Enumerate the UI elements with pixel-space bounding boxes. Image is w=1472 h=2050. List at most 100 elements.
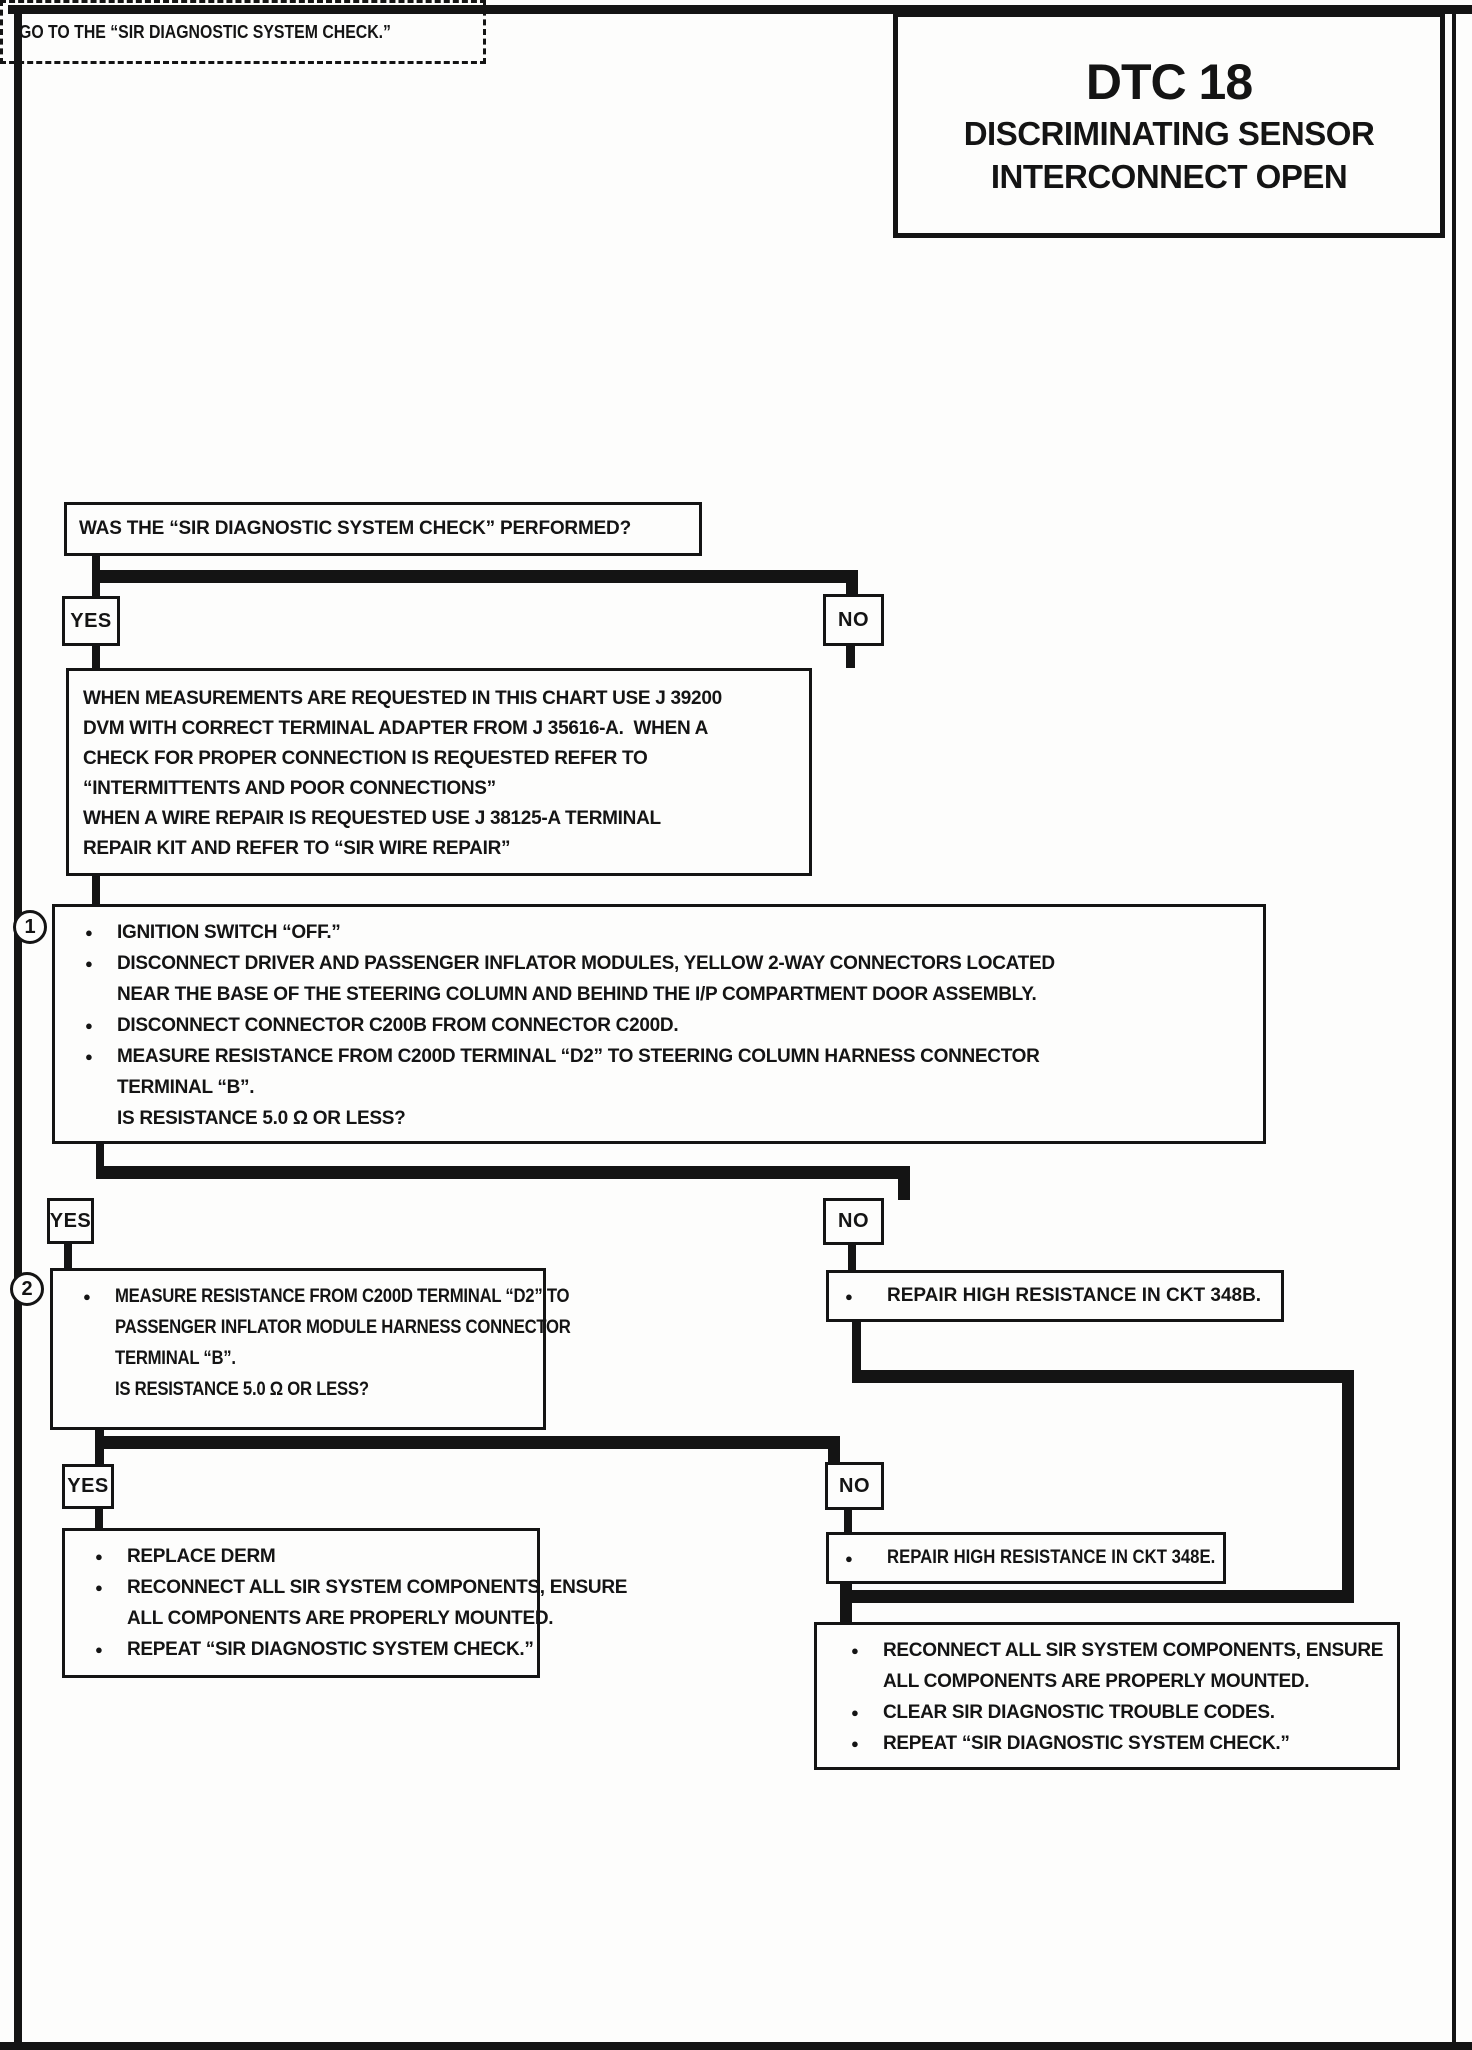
- connector-348b-down: [852, 1320, 861, 1378]
- step-2-procedure-box: ● MEASURE RESISTANCE FROM C200D TERMINAL…: [50, 1268, 571, 1430]
- bullet-spacer: [83, 1374, 115, 1405]
- page-border-bottom: [0, 2042, 1472, 2050]
- connector-yes3-down: [95, 1509, 103, 1529]
- bullet-icon: ●: [85, 956, 93, 971]
- connector-tier1-horizontal: [92, 570, 858, 583]
- connector-348b-right: [852, 1370, 1354, 1383]
- step-2-badge: 2: [10, 1272, 44, 1306]
- replace-derm-box: ● REPLACE DERM ● RECONNECT ALL SIR SYSTE…: [62, 1528, 627, 1678]
- connector-no2-down: [848, 1245, 856, 1272]
- step-1-badge: 1: [13, 910, 47, 944]
- action-item: ● REPEAT “SIR DIAGNOSTIC SYSTEM CHECK.”: [95, 1634, 537, 1665]
- bullet-icon: ●: [83, 1289, 91, 1304]
- connector-bottom-left-return: [844, 1590, 1354, 1603]
- instruction-line: DVM WITH CORRECT TERMINAL ADAPTER FROM J…: [83, 718, 709, 739]
- step-1-procedure-box: ● IGNITION SWITCH “OFF.” ● DISCONNECT DR…: [52, 904, 1266, 1144]
- repair-348e-text: REPAIR HIGH RESISTANCE IN CKT 348E.: [887, 1547, 1216, 1568]
- procedure-text: MEASURE RESISTANCE FROM C200D TERMINAL “…: [117, 1046, 1040, 1067]
- tool-instructions-box: WHEN MEASUREMENTS ARE REQUESTED IN THIS …: [66, 668, 812, 876]
- action-text: ALL COMPONENTS ARE PROPERLY MOUNTED.: [883, 1671, 1310, 1692]
- instruction-line: WHEN A WIRE REPAIR IS REQUESTED USE J 38…: [83, 808, 661, 829]
- no-label: NO: [838, 1210, 869, 1232]
- bullet-icon: ●: [85, 1049, 93, 1064]
- connector-tier3-horizontal: [95, 1436, 838, 1449]
- bullet-icon: ●: [95, 1580, 103, 1595]
- procedure-text: TERMINAL “B”.: [115, 1348, 236, 1369]
- procedure-text: PASSENGER INFLATOR MODULE HARNESS CONNEC…: [115, 1317, 571, 1338]
- bullet-icon: ●: [851, 1643, 859, 1658]
- connector-box1-down: [96, 1144, 104, 1172]
- step-1-number: 1: [24, 915, 36, 938]
- yes-branch-3: YES: [62, 1464, 114, 1509]
- action-item: ● RECONNECT ALL SIR SYSTEM COMPONENTS, E…: [851, 1635, 1397, 1697]
- dtc-code: DTC 18: [1085, 54, 1253, 110]
- bullet-icon: ●: [851, 1736, 859, 1751]
- question-text: WAS THE “SIR DIAGNOSTIC SYSTEM CHECK” PE…: [79, 518, 631, 539]
- bullet-icon: ●: [845, 1550, 853, 1566]
- goto-sir-diagnostic-check-box: GO TO THE “SIR DIAGNOSTIC SYSTEM CHECK.”: [0, 0, 486, 64]
- page-border-right: [1452, 5, 1456, 2045]
- procedure-item: ● IGNITION SWITCH “OFF.”: [85, 917, 1263, 948]
- title-subtitle-line2: INTERCONNECT OPEN: [990, 158, 1348, 195]
- action-text: CLEAR SIR DIAGNOSTIC TROUBLE CODES.: [883, 1702, 1275, 1723]
- procedure-question: IS RESISTANCE 5.0 Ω OR LESS?: [85, 1103, 1263, 1134]
- no-branch-2: NO: [823, 1198, 884, 1245]
- action-item: ● REPLACE DERM: [95, 1541, 537, 1572]
- instruction-line: WHEN MEASUREMENTS ARE REQUESTED IN THIS …: [83, 688, 722, 709]
- yes-branch-2: YES: [47, 1198, 94, 1244]
- bullet-icon: ●: [95, 1642, 103, 1657]
- action-text: REPEAT “SIR DIAGNOSTIC SYSTEM CHECK.”: [127, 1639, 534, 1660]
- action-text: RECONNECT ALL SIR SYSTEM COMPONENTS, ENS…: [883, 1640, 1384, 1661]
- procedure-text: IS RESISTANCE 5.0 Ω OR LESS?: [115, 1379, 369, 1400]
- repair-ckt-348b-box: ● REPAIR HIGH RESISTANCE IN CKT 348B.: [826, 1270, 1284, 1322]
- procedure-text: IS RESISTANCE 5.0 Ω OR LESS?: [117, 1108, 406, 1129]
- procedure-text: IGNITION SWITCH “OFF.”: [117, 922, 341, 943]
- connector-no1-down: [846, 646, 855, 668]
- procedure-item: ● MEASURE RESISTANCE FROM C200D TERMINAL…: [85, 1041, 1263, 1103]
- connector-tier2-no-drop: [898, 1166, 910, 1200]
- no-label: NO: [839, 1474, 870, 1497]
- connector-instructions-down: [92, 876, 100, 906]
- bullet-icon: ●: [845, 1288, 853, 1304]
- action-text: REPEAT “SIR DIAGNOSTIC SYSTEM CHECK.”: [883, 1733, 1290, 1754]
- action-item: ● CLEAR SIR DIAGNOSTIC TROUBLE CODES.: [851, 1697, 1397, 1728]
- connector-yes2-down: [64, 1244, 72, 1270]
- no-branch-1: NO: [823, 594, 884, 646]
- yes-label: YES: [67, 1475, 109, 1497]
- instruction-line: CHECK FOR PROPER CONNECTION IS REQUESTED…: [83, 748, 648, 769]
- bullet-icon: ●: [95, 1549, 103, 1564]
- bullet-icon: ●: [851, 1705, 859, 1720]
- bullet-icon: ●: [85, 925, 93, 940]
- reconnect-clear-repeat-box: ● RECONNECT ALL SIR SYSTEM COMPONENTS, E…: [814, 1622, 1400, 1770]
- action-text: RECONNECT ALL SIR SYSTEM COMPONENTS, ENS…: [127, 1577, 628, 1598]
- procedure-text: TERMINAL “B”.: [117, 1077, 255, 1098]
- instruction-line: “INTERMITTENTS AND POOR CONNECTIONS”: [83, 778, 496, 799]
- question-sir-check-performed: WAS THE “SIR DIAGNOSTIC SYSTEM CHECK” PE…: [64, 502, 702, 556]
- instruction-line: REPAIR KIT AND REFER TO “SIR WIRE REPAIR…: [83, 838, 511, 859]
- title-subtitle-line1: DISCRIMINATING SENSOR: [963, 115, 1375, 152]
- step-2-number: 2: [21, 1277, 33, 1300]
- procedure-text: MEASURE RESISTANCE FROM C200D TERMINAL “…: [115, 1286, 570, 1307]
- procedure-text: NEAR THE BASE OF THE STEERING COLUMN AND…: [117, 984, 1037, 1005]
- connector-tier2-horizontal: [96, 1166, 910, 1179]
- repair-348b-text: REPAIR HIGH RESISTANCE IN CKT 348B.: [887, 1285, 1262, 1306]
- page-border-left: [14, 5, 22, 2046]
- connector-yes1-down: [92, 646, 100, 670]
- title-box: DTC 18 DISCRIMINATING SENSOR INTERCONNEC…: [893, 12, 1445, 238]
- action-text: REPLACE DERM: [127, 1546, 276, 1567]
- connector-tier3-no-drop: [828, 1436, 840, 1463]
- action-item: ● REPEAT “SIR DIAGNOSTIC SYSTEM CHECK.”: [851, 1728, 1397, 1759]
- procedure-item: ● DISCONNECT DRIVER AND PASSENGER INFLAT…: [85, 948, 1263, 1010]
- connector-no3-down: [844, 1510, 852, 1533]
- procedure-item: ● DISCONNECT CONNECTOR C200B FROM CONNEC…: [85, 1010, 1263, 1041]
- yes-label: YES: [49, 1209, 92, 1232]
- yes-branch-1: YES: [62, 596, 120, 646]
- bullet-spacer: [85, 1103, 117, 1134]
- procedure-item: ● MEASURE RESISTANCE FROM C200D TERMINAL…: [83, 1281, 571, 1374]
- no-label: NO: [838, 608, 869, 631]
- procedure-text: DISCONNECT CONNECTOR C200B FROM CONNECTO…: [117, 1015, 679, 1036]
- connector-tier1-no-drop: [846, 570, 858, 598]
- action-item: ● RECONNECT ALL SIR SYSTEM COMPONENTS, E…: [95, 1572, 627, 1634]
- procedure-text: DISCONNECT DRIVER AND PASSENGER INFLATOR…: [117, 953, 1055, 974]
